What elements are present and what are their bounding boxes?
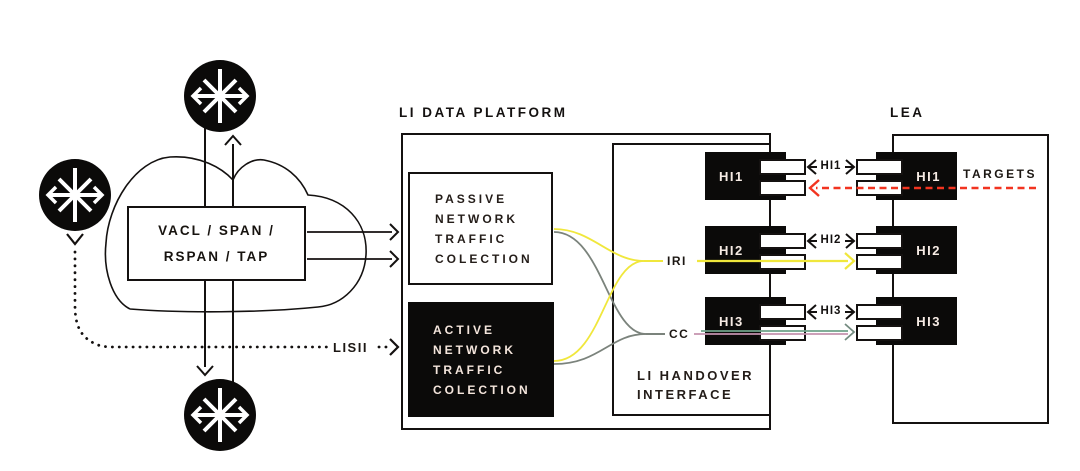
hi1-interface-label: HI1 xyxy=(820,160,842,172)
active-collection-box: ACTIVE NETWORK TRAFFIC COLECTION xyxy=(408,302,554,417)
vacl-span-line1: VACL / SPAN / xyxy=(158,222,275,238)
router-icon-top xyxy=(184,60,256,132)
passive-collection-box: PASSIVE NETWORK TRAFFIC COLECTION xyxy=(408,172,553,285)
lea-hi1-tab-lower xyxy=(856,180,903,196)
handover-hi3-tab-upper xyxy=(759,304,806,320)
lea-hi1-tab-upper xyxy=(856,159,903,175)
handover-label-line2: INTERFACE xyxy=(637,387,734,402)
passive-line-4: COLECTION xyxy=(435,251,533,266)
lea-hi2-tab-upper xyxy=(856,233,903,249)
passive-line-3: TRAFFIC xyxy=(435,231,508,246)
lisii-label: LISII xyxy=(333,340,368,355)
lea-hi1-label: HI1 xyxy=(916,168,941,184)
iri-arrowhead-icon xyxy=(844,252,856,270)
router-icon-left xyxy=(39,159,111,231)
handover-hi1-label: HI1 xyxy=(719,168,744,184)
platform-title: LI DATA PLATFORM xyxy=(399,105,568,120)
lisii-start-arrowhead-icon xyxy=(66,233,84,246)
hi2-interface-label: HI2 xyxy=(820,234,842,246)
lea-box xyxy=(892,134,1049,424)
handover-interface-label: LI HANDOVER INTERFACE xyxy=(637,366,754,404)
lea-hi2-tab-lower xyxy=(856,254,903,270)
lea-hi3-tab-lower xyxy=(856,325,903,341)
lea-hi3-tab-upper xyxy=(856,304,903,320)
cc-arrowhead-icon xyxy=(844,323,856,341)
active-line-4: COLECTION xyxy=(433,382,531,397)
cc-label: CC xyxy=(669,327,690,341)
handover-hi3-label: HI3 xyxy=(719,313,744,329)
lea-title: LEA xyxy=(890,105,925,120)
targets-red-arrowhead-icon xyxy=(808,179,820,197)
handover-hi1-tab-upper xyxy=(759,159,806,175)
active-line-1: ACTIVE xyxy=(433,322,496,337)
handover-hi2-tab-lower xyxy=(759,254,806,270)
passive-line-1: PASSIVE xyxy=(435,191,508,206)
tap-feed-arrow-2-head-icon xyxy=(389,250,400,268)
active-line-3: TRAFFIC xyxy=(433,362,506,377)
handover-hi3-tab-lower xyxy=(759,325,806,341)
passive-line-2: NETWORK xyxy=(435,211,518,226)
handover-label-line1: LI HANDOVER xyxy=(637,368,755,383)
lisii-end-arrowhead-icon xyxy=(389,338,400,356)
lea-hi2-label: HI2 xyxy=(916,242,941,258)
vacl-span-line2: RSPAN / TAP xyxy=(163,248,270,264)
downstream-arrowhead-icon xyxy=(196,365,214,377)
upstream-arrowhead-icon xyxy=(224,134,242,146)
tap-feed-arrow-1-head-icon xyxy=(389,223,400,241)
lea-hi3-label: HI3 xyxy=(916,313,941,329)
vacl-span-box: VACL / SPAN / RSPAN / TAP xyxy=(127,206,306,281)
handover-hi1-tab-lower xyxy=(759,180,806,196)
handover-hi2-tab-upper xyxy=(759,233,806,249)
active-line-2: NETWORK xyxy=(433,342,516,357)
router-icon-bottom xyxy=(184,379,256,451)
handover-hi2-label: HI2 xyxy=(719,242,744,258)
iri-label: IRI xyxy=(667,254,687,268)
targets-label: TARGETS xyxy=(963,167,1037,181)
hi3-interface-label: HI3 xyxy=(820,305,842,317)
